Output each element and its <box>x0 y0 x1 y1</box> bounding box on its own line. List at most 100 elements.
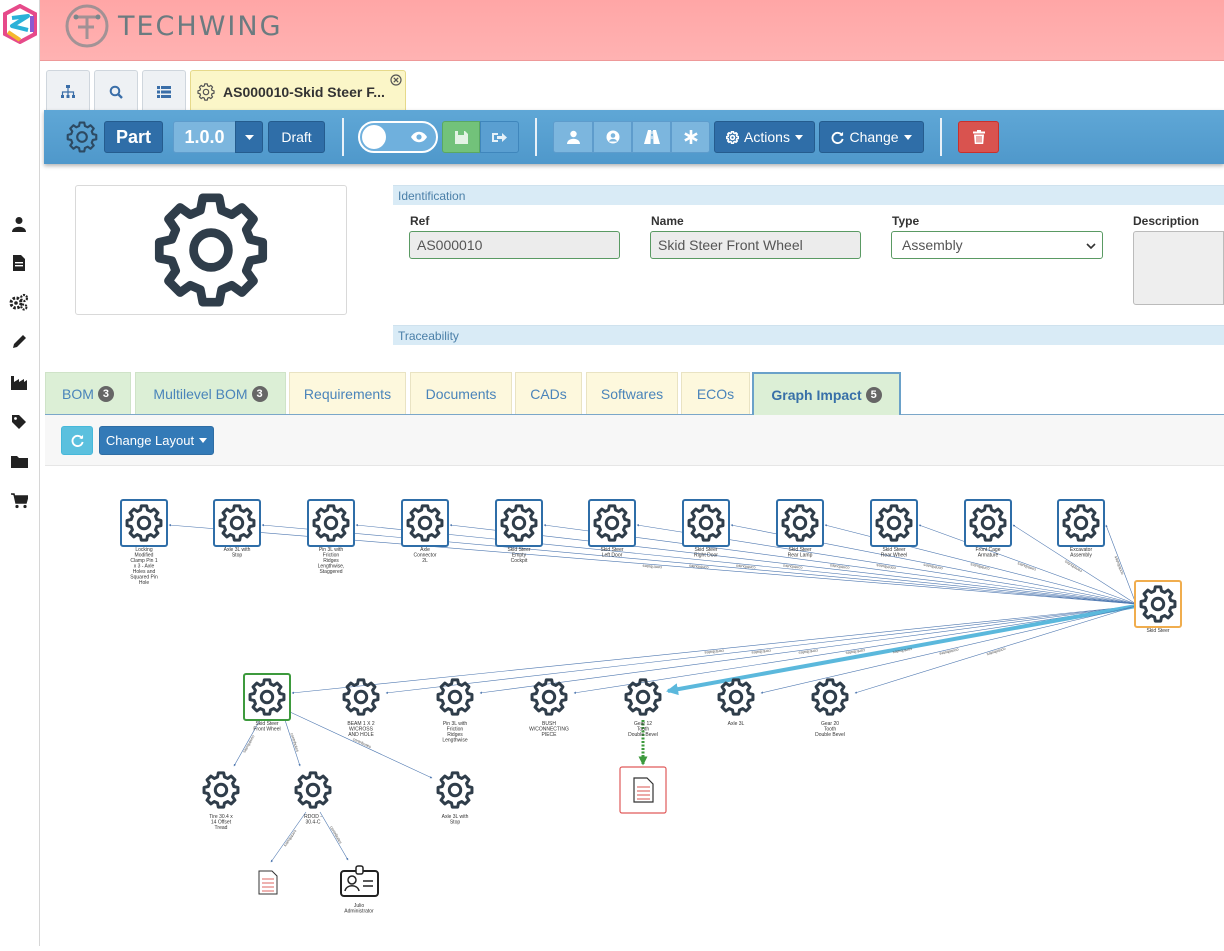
chevron-down-icon <box>1086 243 1096 249</box>
tab-active-record[interactable]: AS000010-Skid Steer F... <box>190 70 406 112</box>
exit-button[interactable] <box>480 121 519 153</box>
traceability-section-header[interactable]: Traceability <box>393 325 1224 345</box>
graph-node-mid-1-label: BEAM 1 X 2 <box>347 721 374 727</box>
name-field[interactable]: Skid Steer Front Wheel <box>650 231 861 259</box>
tab-search[interactable] <box>94 70 138 112</box>
pencil-icon[interactable] <box>9 332 29 352</box>
version-dropdown-button[interactable] <box>235 121 263 153</box>
app-logo-icon[interactable] <box>2 3 38 45</box>
gears-icon[interactable] <box>9 292 29 312</box>
graph-node-top-6-label: Right Door <box>694 553 718 559</box>
tag-icon[interactable] <box>9 412 29 432</box>
refresh-graph-button[interactable] <box>61 426 93 455</box>
graph-node-low-1[interactable]: RDOD -30.4-C <box>294 771 332 826</box>
graph-node-mid-1-label: AND HOLE <box>348 732 374 738</box>
graph-node-top-3-label: 2L <box>422 558 428 564</box>
graph-node-mid-0-label: Skid Steer <box>255 721 278 727</box>
tab-dashboard[interactable] <box>46 70 90 112</box>
tab-softwares[interactable]: Softwares <box>586 372 678 414</box>
graph-node-small-document[interactable] <box>258 870 278 895</box>
toolbar-separator <box>535 118 537 156</box>
folder-icon[interactable] <box>9 451 29 471</box>
close-tab-icon[interactable] <box>390 74 402 86</box>
tab-active-record-label: AS000010-Skid Steer F... <box>223 83 385 100</box>
graph-node-document[interactable] <box>619 766 667 814</box>
tab-bom[interactable]: BOM 3 <box>45 372 131 414</box>
actions-dropdown-button[interactable]: Actions <box>714 121 815 153</box>
owner-button[interactable] <box>553 121 593 153</box>
tab-softwares-label: Softwares <box>600 385 664 402</box>
factory-icon[interactable] <box>9 372 29 392</box>
impact-graph-canvas[interactable]: contributes contributes contributes contrib… <box>45 467 1224 946</box>
tab-multilevel-bom[interactable]: Multilevel BOM 3 <box>135 372 286 414</box>
description-field[interactable] <box>1133 231 1224 305</box>
graph-edge-label: contributes <box>876 563 896 571</box>
graph-node-mid-4-label: Tooth <box>637 727 649 733</box>
delete-button[interactable] <box>958 121 999 153</box>
graph-node-low-1-label: RDOD - <box>304 814 322 820</box>
tab-ecos[interactable]: ECOs <box>681 372 750 414</box>
ref-field[interactable]: AS000010 <box>409 231 620 259</box>
type-select-value: Assembly <box>902 237 963 253</box>
tab-requirements[interactable]: Requirements <box>289 372 406 414</box>
graph-node-top-2[interactable]: Pin 3L withFrictionRidgesLengthwise,Stag… <box>307 499 355 575</box>
document-icon[interactable] <box>9 253 29 273</box>
part-type-button[interactable]: Part <box>104 121 163 153</box>
cart-icon[interactable] <box>9 491 29 511</box>
graph-node-mid-3-label: BUSH <box>542 721 556 727</box>
graph-edge-label: contributes <box>751 648 771 655</box>
change-dropdown-button[interactable]: Change <box>819 121 924 153</box>
graph-edge-label: contributes <box>704 648 724 655</box>
tab-graph-impact[interactable]: Graph Impact 5 <box>752 372 901 415</box>
toggle-knob <box>362 125 386 149</box>
large-gear-icon <box>153 192 269 308</box>
tab-documents[interactable]: Documents <box>410 372 512 414</box>
graph-node-top-0-label: Locking <box>135 547 152 553</box>
graph-node-low-0-label: Tread <box>215 825 228 831</box>
graph-edge <box>291 605 1137 694</box>
save-button[interactable] <box>442 121 480 153</box>
tab-list[interactable] <box>142 70 186 112</box>
graph-edge-label: contributes <box>642 564 662 571</box>
graph-edge <box>918 524 1137 605</box>
graph-node-mid-6-label: Double Bevel <box>815 732 845 738</box>
identification-section-header[interactable]: Identification <box>393 185 1224 205</box>
road-button[interactable] <box>632 121 671 153</box>
tab-cads-label: CADs <box>530 385 567 402</box>
tab-cads[interactable]: CADs <box>515 372 582 414</box>
status-draft-button[interactable]: Draft <box>268 121 325 153</box>
graph-node-mid-0-label: Front Wheel <box>253 727 280 733</box>
version-button[interactable]: 1.0.0 <box>173 121 236 153</box>
user-icon[interactable] <box>9 214 29 234</box>
watch-toggle[interactable] <box>358 121 438 153</box>
graph-node-mid-5[interactable]: Axle 3L <box>717 678 755 727</box>
type-select[interactable]: Assembly <box>891 231 1103 259</box>
list-icon <box>157 85 171 98</box>
graph-node-low-1-label: 30.4-C <box>305 820 320 826</box>
graph-node-root[interactable]: Skid Steer <box>1134 580 1182 634</box>
asterisk-button[interactable] <box>671 121 710 153</box>
change-layout-button[interactable]: Change Layout <box>99 426 214 455</box>
graph-node-top-2-label: Pin 3L with <box>319 547 343 553</box>
assignee-button[interactable] <box>593 121 632 153</box>
impact-graph[interactable]: contributes contributes contributes contrib… <box>45 467 1224 946</box>
